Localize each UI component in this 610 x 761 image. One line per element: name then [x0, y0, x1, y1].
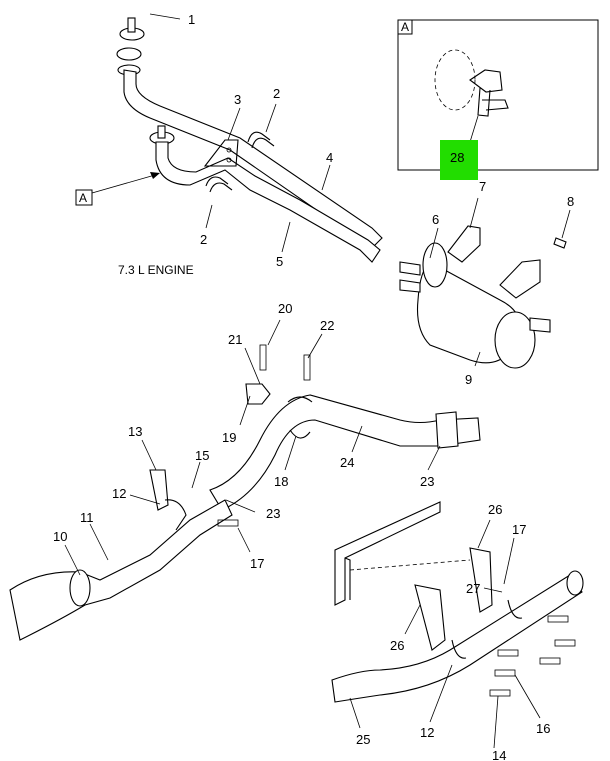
view-a-marker: A: [75, 172, 160, 206]
callout-6: 6: [432, 212, 439, 227]
callout-16: 16: [536, 721, 550, 736]
detail-view-letter: A: [401, 20, 409, 34]
engine-label: 7.3 L ENGINE: [118, 263, 194, 277]
engine-pipe-assembly: [116, 17, 383, 263]
tail-pipe-assembly: [9, 469, 239, 641]
callout-11: 11: [80, 510, 94, 525]
callout-12-left: 12: [112, 486, 126, 501]
highlight-callout-28: 28: [450, 150, 464, 165]
callout-22: 22: [320, 318, 334, 333]
callout-4: 4: [326, 150, 333, 165]
callout-21: 21: [228, 332, 242, 347]
callout-17-left: 17: [250, 556, 264, 571]
callout-17-right: 17: [512, 522, 526, 537]
intermediate-pipe-assembly: [209, 344, 481, 511]
callout-23-upper: 23: [420, 474, 434, 489]
callout-7: 7: [479, 179, 486, 194]
callout-24: 24: [340, 455, 354, 470]
callout-labels: 1 3 2 4 2 5 6 7 8 9 20 21 22 19 18 24 23: [53, 12, 574, 761]
callout-8: 8: [567, 194, 574, 209]
callout-26-upper: 26: [488, 502, 502, 517]
callout-12-right: 12: [420, 725, 434, 740]
highlighted-callout-box: [440, 140, 478, 180]
callout-25: 25: [356, 732, 370, 747]
callout-27: 27: [466, 581, 480, 596]
callout-9: 9: [465, 372, 472, 387]
callout-2-upper: 2: [273, 86, 280, 101]
callout-3: 3: [234, 92, 241, 107]
callout-10: 10: [53, 529, 67, 544]
detail-view-a: A 28: [397, 19, 599, 180]
callout-26-lower: 26: [390, 638, 404, 653]
view-a-marker-letter: A: [79, 191, 87, 205]
callout-23-lower: 23: [266, 506, 280, 521]
callout-18: 18: [274, 474, 288, 489]
callout-14: 14: [492, 748, 506, 761]
callout-13: 13: [128, 424, 142, 439]
callout-1: 1: [188, 12, 195, 27]
callout-19: 19: [222, 430, 236, 445]
callout-5: 5: [276, 254, 283, 269]
callout-2-lower: 2: [200, 232, 207, 247]
callout-15: 15: [195, 448, 209, 463]
callout-20: 20: [278, 301, 292, 316]
muffler-assembly: [399, 225, 567, 369]
frame-rail-assembly: [331, 501, 584, 703]
